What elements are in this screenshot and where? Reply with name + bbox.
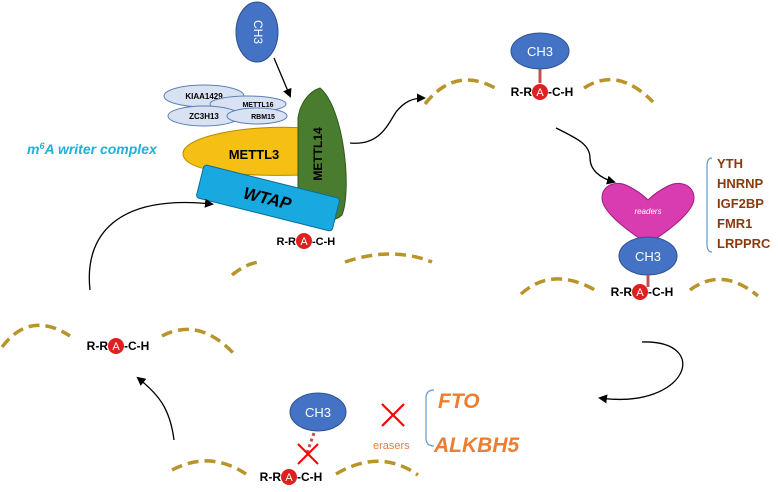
writer-rna-strand — [230, 260, 263, 277]
eraser-fto: FTO — [438, 390, 480, 413]
reader-motif-right: -C-H — [648, 285, 673, 299]
methylated-motif-right: -C-H — [548, 85, 573, 99]
writer-motif-a: A — [300, 236, 308, 248]
unmethylated-rna-strand-left — [0, 323, 71, 349]
reader-fmr1: FMR1 — [717, 216, 752, 231]
cofactor-rbm15 — [226, 107, 288, 125]
readers-heart-label: readers — [634, 207, 661, 216]
reader-igf2bp: IGF2BP — [717, 196, 764, 211]
eraser-rna-strand-left — [171, 459, 247, 476]
reader-ch3-label: CH3 — [635, 249, 661, 264]
eraser-bracket — [425, 389, 435, 447]
arrow-writer-to-methylated — [349, 93, 426, 144]
eraser-label: erasers — [373, 440, 410, 452]
writer-ch3-arrow — [273, 57, 292, 98]
eraser-bond-cross-b — [297, 443, 319, 465]
mettl3-body — [182, 126, 306, 176]
reader-rna-strand-left — [519, 277, 596, 296]
methylated-motif-a: A — [536, 87, 544, 99]
unmethylated-adenosine — [108, 338, 124, 354]
methylated-rna-strand-left — [423, 78, 496, 106]
unmethylated-rna-strand-right — [161, 327, 238, 358]
methylated-adenosine — [532, 84, 548, 100]
eraser-adenosine — [281, 469, 297, 485]
eraser-motif-right: -C-H — [297, 470, 322, 484]
unmethylated-rna-panel: R-R A -C-H — [0, 323, 238, 358]
mettl14-label: METTL14 — [311, 127, 325, 181]
methylated-ch3-label: CH3 — [527, 44, 553, 59]
reader-adenosine — [632, 284, 648, 300]
cycle-arrows — [88, 93, 684, 441]
eraser-ch3-label: CH3 — [305, 405, 331, 420]
reader-hnrnp: HNRNP — [717, 176, 764, 191]
reader-rna-strand-right — [688, 277, 760, 298]
reader-lrpprc: LRPPRC — [717, 236, 771, 251]
writer-adenosine — [296, 233, 312, 249]
unmethylated-motif-right: -C-H — [124, 339, 149, 353]
arrow-reader-to-eraser — [598, 341, 684, 404]
cofactor-rbm15-label: RBM15 — [251, 114, 275, 121]
methylated-motif-left: R-R — [511, 85, 533, 99]
reader-panel: readers CH3 R-R A -C-H YTH HNRNP IGF2BP … — [519, 156, 771, 300]
writer-motif-left: R-R — [276, 236, 296, 248]
eraser-alkbh5: ALKBH5 — [433, 434, 519, 457]
methylated-rna-strand-right — [583, 77, 655, 104]
writer-rna-strand-right — [344, 252, 433, 264]
eraser-cross-b — [381, 403, 405, 427]
arrow-methylated-to-reader — [555, 127, 616, 185]
writer-motif-right: -C-H — [312, 236, 335, 248]
writer-complex-label: m6A writer complex — [27, 141, 158, 157]
reader-yth: YTH — [717, 156, 743, 171]
eraser-ch3-ellipse — [289, 392, 347, 432]
eraser-rna-strand-right — [335, 459, 420, 477]
unmethylated-motif-left: R-R — [87, 339, 109, 353]
reader-motif-left: R-R — [611, 285, 633, 299]
mettl3-label: METTL3 — [229, 147, 280, 162]
arrow-eraser-to-unmethylated — [136, 376, 175, 441]
cofactor-kiaa1429-label: KIAA1429 — [185, 92, 223, 101]
writer-complex: CH3 KIAA1429 METTL16 ZC3H13 RBM15 METTL3… — [27, 1, 433, 277]
reader-motif-a: A — [636, 287, 644, 299]
cofactor-mettl16-label: METTL16 — [242, 102, 273, 109]
reader-bracket — [706, 157, 713, 253]
readers-heart — [601, 183, 695, 245]
eraser-motif-left: R-R — [260, 470, 282, 484]
cofactor-zc3h13-label: ZC3H13 — [189, 112, 219, 121]
writer-ch3-label: CH3 — [251, 20, 265, 44]
wtap-subunit — [196, 164, 340, 232]
methylated-rna-panel: CH3 R-R A -C-H — [423, 32, 655, 106]
unmethylated-motif-a: A — [112, 341, 120, 353]
eraser-motif-a: A — [285, 472, 293, 484]
writer-ch3-ellipse — [235, 1, 279, 63]
eraser-panel: CH3 R-R A -C-H erasers FTO ALKBH5 — [171, 389, 519, 485]
arrow-unmethylated-to-writer — [88, 198, 214, 291]
